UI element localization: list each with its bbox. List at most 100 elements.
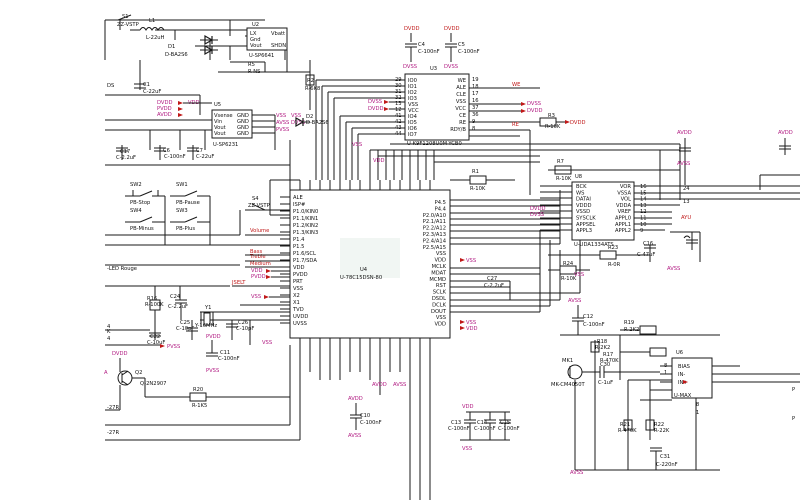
volume-net: Volume (250, 228, 269, 234)
u8-right-pin-num: 9 (640, 228, 643, 234)
c16-label: C16 (643, 241, 653, 247)
c12-value: C-100nF (583, 322, 605, 328)
pvdd-rail-2: PVDD (251, 274, 266, 280)
c24-value: C-2.2uF (168, 304, 188, 310)
u3-right-pin-num: 19 (472, 77, 479, 83)
r16-value: R-100K (145, 302, 164, 308)
c11-label: C11 (220, 350, 230, 356)
vss-rail-7: VSS (466, 258, 476, 264)
u4-left-pin: P1.2/KIN2 (293, 223, 318, 229)
u4-left-pin: P1.0/KIN0 (293, 209, 318, 215)
c26-value: C-10pF (236, 326, 254, 332)
vdd-rail-2: VDD (373, 158, 385, 164)
u3-right-pin: VSS (456, 99, 466, 105)
u3-right-pin: ALE (456, 85, 466, 91)
u3-right-pin: VCC (455, 106, 466, 112)
r1-label: R1 (472, 169, 479, 175)
r7-value: R-10K (556, 176, 572, 182)
l1-value: L-22uH (146, 35, 165, 41)
u4-right-pin: RST (436, 283, 447, 289)
bass-net: Bass (250, 249, 262, 255)
u4-left-pin: P1.3/KIN3 (293, 230, 318, 236)
sw3-label: SW3 (176, 208, 188, 214)
u4-left-pin: PVDD (293, 272, 308, 278)
u3-left-pin: IO0 (408, 78, 417, 84)
label-4a: 4 (107, 324, 111, 330)
chip-u6 (671, 357, 713, 399)
dvdd-rail-1: DVDD (157, 100, 172, 106)
l1-label: L1 (149, 18, 155, 24)
u5-ref: U5 (214, 102, 221, 108)
mic-preamp-section: AVSS C12 C-100nF R19 R-2K2 R18 R-2K2 R17… (551, 298, 740, 476)
c31-value: C-220nF (656, 462, 678, 468)
u2-ref: U2 (252, 22, 259, 28)
u5-pin-gnd1: GND (237, 113, 249, 119)
u4-right-pins: P4.5P4.4P2.0/A10P2.1/A11P2.2/A12P2.3/A13… (423, 200, 447, 328)
c14-label: C14 (477, 420, 488, 426)
u3-ref: U3 (430, 66, 437, 72)
u2-pin-gnd: Gnd (250, 37, 261, 43)
u3-right-pin-num: 8 (472, 126, 475, 132)
u8-left-pin: VDDD (576, 203, 592, 209)
d2-label: D2 (306, 114, 313, 120)
r3-label: R3 (548, 113, 555, 119)
pvss-rail-1: PVSS (276, 127, 289, 133)
c5-label: C5 (458, 42, 465, 48)
power-supply-section: S1 ZZ-VSTP L1 L-22uH U2 LX Gnd Vout Vbat… (104, 14, 320, 115)
c6-value: C-100nF (164, 154, 186, 160)
chip-u3 (404, 73, 470, 141)
pvdd-rail-3: PVDD (206, 334, 221, 340)
c10-value: C-100nF (360, 420, 382, 426)
sw3-name: PB-Plus (176, 226, 195, 232)
r24-value: R-10K (561, 276, 577, 282)
r19-label: R19 (624, 320, 634, 326)
u4-right-pin: VDD (434, 258, 446, 264)
r5-label: R5 (248, 62, 255, 68)
mk1-value: MK-CM4050T (551, 382, 586, 388)
c6-label: C6 (163, 148, 170, 154)
c15-value: C-100nF (498, 426, 520, 432)
u4-left-pin: P1.6/SCL (293, 251, 316, 257)
u4-right-pin: P2.5/A15 (423, 245, 446, 251)
pvss-rail-3: PVSS (167, 344, 180, 350)
sw1-label: SW1 (176, 182, 188, 188)
u4-right-pin: P2.4/A14 (423, 238, 447, 244)
dvdd-rail-2: DVDD (404, 26, 419, 32)
we-net: WE (512, 82, 520, 88)
vdd-rail-5: VDD (466, 326, 478, 332)
vss-rail-2: VSS (291, 113, 301, 119)
u8-right-pin: VOR (620, 184, 632, 190)
a-label: A (104, 370, 108, 376)
right-edge: 24 13 AYU P P (680, 174, 800, 422)
vdd-rail-4: VDD (462, 404, 474, 410)
avss-rail-7: AVSS (570, 470, 583, 476)
pvss-rail-2: PVSS (206, 368, 219, 374)
c4-label: C4 (418, 42, 426, 48)
c13-value: C-100nF (448, 426, 470, 432)
dvss-rail-6: DVSS (530, 212, 544, 218)
u6-in-plus: IN+ (678, 380, 688, 386)
c17-value: C-2.2uF (116, 155, 136, 161)
u5-pin-vout1: Vout (214, 125, 226, 131)
u4-left-pin: VSS (293, 286, 303, 292)
u3-right-pin: RDY/B (450, 127, 466, 133)
u4-right-pin: VSS (436, 251, 446, 257)
sw1-name: PB-Pause (176, 200, 200, 206)
u3-right-pin-num: 16 (472, 98, 479, 104)
u6-part: U-MAX (674, 393, 692, 399)
dvdd-rail-7: DVDD (112, 351, 127, 357)
dvss-rail-2: DVSS (403, 64, 417, 70)
p-label-2: P (792, 416, 795, 422)
dvdd-rail-5: DVDD (527, 108, 542, 114)
u3-left-pin: IO4 (408, 114, 418, 120)
r20-value: R-1K5 (192, 403, 207, 409)
u4-left-pin: X1 (293, 300, 300, 306)
u6-pin-8b: 8 (696, 402, 699, 408)
u8-left-pin: WS (576, 190, 584, 196)
sw2-name: PB-Stop (130, 200, 151, 206)
u4-left-pin: P1.7/SDA (293, 258, 317, 264)
sw4-label: SW4 (130, 208, 142, 214)
u4-left-pins: ALEISP#P1.0/KIN0P1.1/KIN1P1.2/KIN2P1.3/K… (280, 195, 318, 327)
